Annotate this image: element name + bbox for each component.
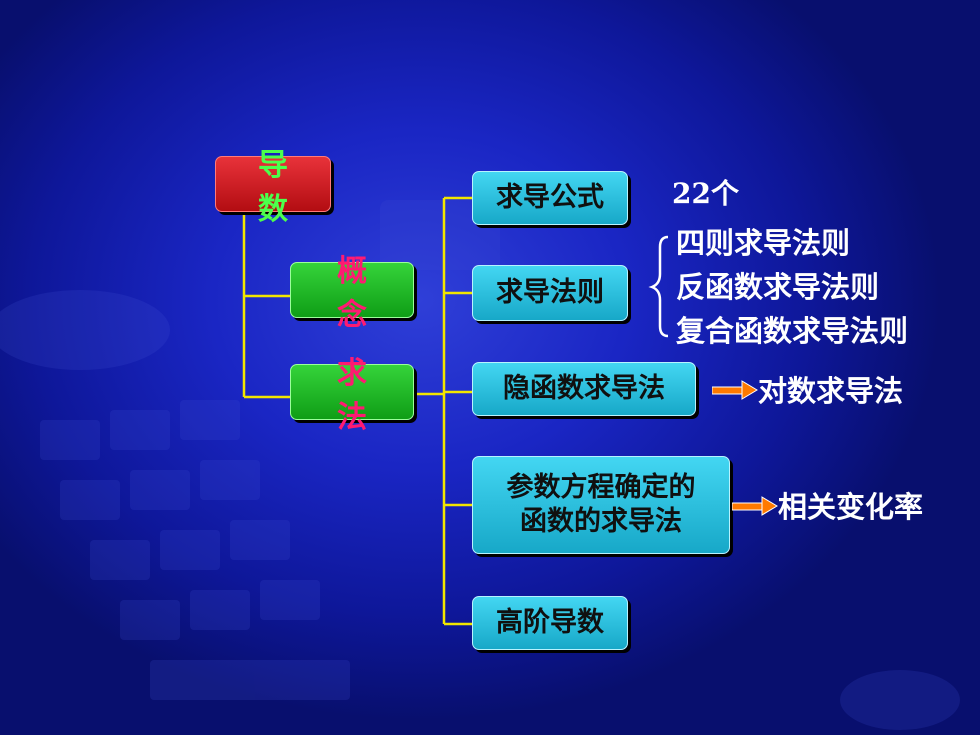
parametric-node-line2: 函数的求导法 bbox=[520, 506, 682, 537]
concept-node-label: 概 念 bbox=[337, 254, 393, 333]
implicit-node-label: 隐函数求导法 bbox=[503, 373, 665, 404]
concept-node: 概 念 bbox=[290, 254, 414, 333]
rule-item-composite: 复合函数求导法则 bbox=[676, 314, 909, 348]
rules-node-label: 求导法则 bbox=[496, 277, 604, 308]
parametric-node: 参数方程确定的 函数的求导法 bbox=[472, 456, 730, 554]
arrow-right-icon bbox=[712, 380, 758, 400]
root-node-derivative: 导 数 bbox=[215, 148, 331, 227]
formula-count-label: 22个 bbox=[672, 177, 739, 210]
higher-order-node-label: 高阶导数 bbox=[496, 607, 604, 638]
method-node-label: 求 法 bbox=[337, 356, 393, 435]
rule-item-arithmetic: 四则求导法则 bbox=[676, 226, 851, 260]
root-node-label: 导 数 bbox=[258, 148, 302, 227]
higher-order-node: 高阶导数 bbox=[472, 596, 628, 650]
parametric-node-line1: 参数方程确定的 bbox=[506, 472, 696, 503]
formula-node-label: 求导公式 bbox=[496, 182, 604, 213]
formula-node: 求导公式 bbox=[472, 171, 628, 225]
method-node: 求 法 bbox=[290, 356, 414, 435]
rules-node: 求导法则 bbox=[472, 265, 628, 321]
arrow-right-icon bbox=[732, 496, 778, 516]
implicit-node: 隐函数求导法 bbox=[472, 362, 696, 416]
related-rates-label: 相关变化率 bbox=[778, 490, 924, 524]
brace-icon bbox=[648, 235, 669, 338]
log-derivative-label: 对数求导法 bbox=[758, 374, 904, 408]
rule-item-inverse: 反函数求导法则 bbox=[676, 270, 880, 304]
